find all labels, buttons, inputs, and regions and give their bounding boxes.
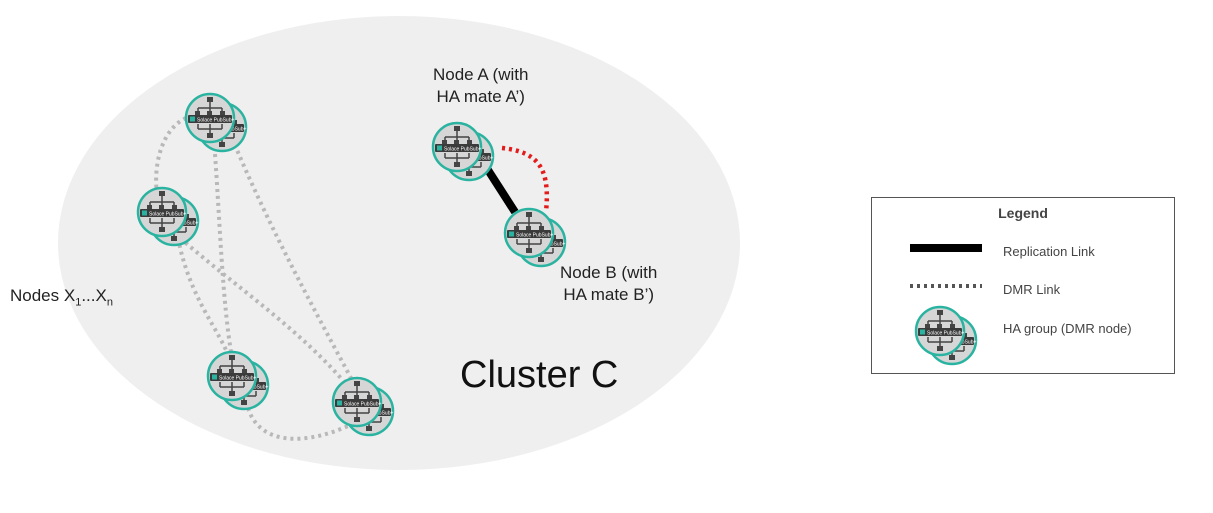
dmr-link — [154, 116, 187, 201]
node-a-label-line1: Node A (with — [433, 65, 529, 84]
node-a-label: Node A (with HA mate A’) — [433, 64, 528, 108]
cluster-title: Cluster C — [460, 354, 619, 396]
nodes-x-label: Nodes X1...Xn — [10, 285, 113, 310]
dmr-link — [178, 236, 348, 386]
cluster-c-boundary — [58, 16, 740, 470]
dmr-link — [212, 139, 234, 359]
replication-link-a-b — [484, 167, 519, 215]
dmr-link — [246, 407, 361, 441]
dmr-links-cluster — [154, 116, 361, 441]
legend-replication-symbol — [910, 244, 982, 252]
node-a-label-line2: HA mate A’) — [436, 87, 525, 107]
nodes-x-sub1: 1 — [75, 296, 82, 309]
dmr-link-a-b — [501, 145, 549, 213]
dmr-link — [176, 237, 232, 361]
legend-title: Legend — [998, 205, 1048, 221]
legend-ha-group-label: HA group (DMR node) — [1003, 321, 1132, 336]
node-b-label-line2: HA mate B’) — [563, 285, 655, 305]
nodes-x-ellipsis: ...X — [81, 286, 107, 305]
nodes-x-subn: n — [106, 296, 113, 309]
nodes-x-prefix: Nodes X — [10, 286, 76, 305]
legend-ha-group-icon — [912, 303, 988, 367]
node-b-label: Node B (with HA mate B’) — [560, 262, 657, 306]
node-b-label-line1: Node B (with — [560, 263, 658, 282]
legend-replication-label: Replication Link — [1003, 244, 1095, 259]
legend-dmr-symbol — [910, 284, 982, 288]
legend-dmr-label: DMR Link — [1003, 282, 1061, 297]
legend-box: Legend Replication Link DMR Link HA grou… — [871, 197, 1175, 374]
